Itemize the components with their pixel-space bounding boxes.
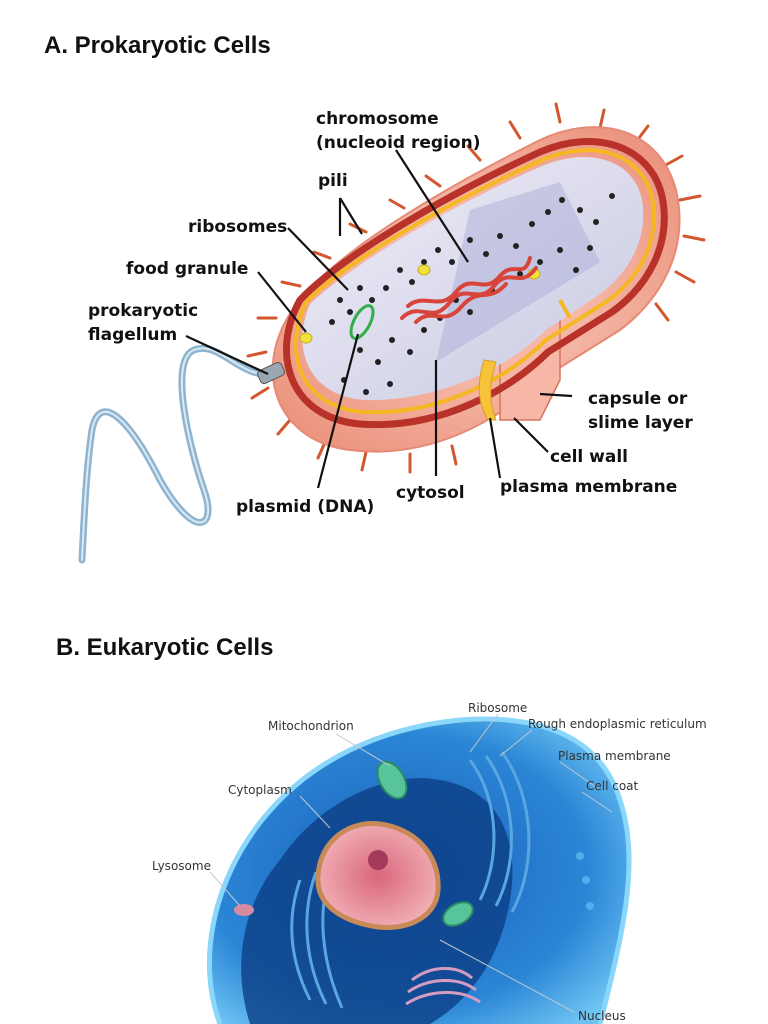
leader-lines-eukaryotic — [209, 713, 613, 1013]
label-pili: pili — [318, 171, 348, 191]
label-plasma-membrane: plasma membrane — [500, 477, 677, 497]
label-nucleus: Nucleus — [578, 1009, 626, 1023]
nucleolus — [368, 850, 388, 870]
label-mitochondrion: Mitochondrion — [268, 719, 354, 733]
flagellum — [78, 344, 280, 564]
prokaryotic-cell — [78, 102, 706, 564]
label-capsule-or: capsule or — [588, 389, 688, 409]
label-flagellum: flagellum — [88, 325, 177, 345]
euk-cell-coat — [206, 716, 632, 1024]
label-cell-coat: Cell coat — [586, 779, 639, 793]
lysosome — [234, 904, 254, 916]
leader-lines-prokaryotic — [185, 149, 573, 489]
membrane-extension — [558, 299, 572, 319]
label-food-granule: food granule — [126, 259, 248, 279]
label-ribosomes: ribosomes — [188, 217, 287, 237]
section-title-eukaryotic: B. Eukaryotic Cells — [56, 634, 274, 661]
pili-spikes — [246, 102, 706, 474]
chromosome — [400, 256, 538, 324]
cell-coat-bumps — [576, 852, 594, 910]
label-cytoplasm: Cytoplasm — [228, 783, 292, 797]
eukaryotic-cell — [206, 716, 632, 1024]
plasma-membrane — [293, 148, 656, 415]
golgi-apparatus — [405, 966, 481, 1006]
label-lysosome: Lysosome — [152, 859, 211, 873]
label-nucleoid-region: (nucleoid region) — [316, 133, 480, 153]
mitochondrion-2 — [442, 901, 474, 927]
label-plasma-membrane-euk: Plasma membrane — [558, 749, 671, 763]
label-ribosome: Ribosome — [468, 701, 527, 715]
label-plasmid: plasmid (DNA) — [236, 497, 374, 517]
nucleus — [315, 821, 441, 930]
mitochondrion — [376, 760, 408, 800]
label-rough-er: Rough endoplasmic reticulum — [528, 717, 707, 731]
label-cell-wall: cell wall — [550, 447, 628, 467]
label-cytosol: cytosol — [396, 483, 465, 503]
flagellum-hook — [257, 361, 285, 385]
flagellum-highlight — [81, 347, 277, 561]
label-slime-layer: slime layer — [588, 413, 693, 433]
cell-wall — [283, 137, 668, 429]
membrane-fold — [478, 359, 497, 421]
label-prokaryotic: prokaryotic — [88, 301, 198, 321]
section-title-prokaryotic: A. Prokaryotic Cells — [44, 32, 271, 59]
label-chromosome: chromosome — [316, 109, 439, 129]
plasmid-ring — [349, 304, 375, 340]
